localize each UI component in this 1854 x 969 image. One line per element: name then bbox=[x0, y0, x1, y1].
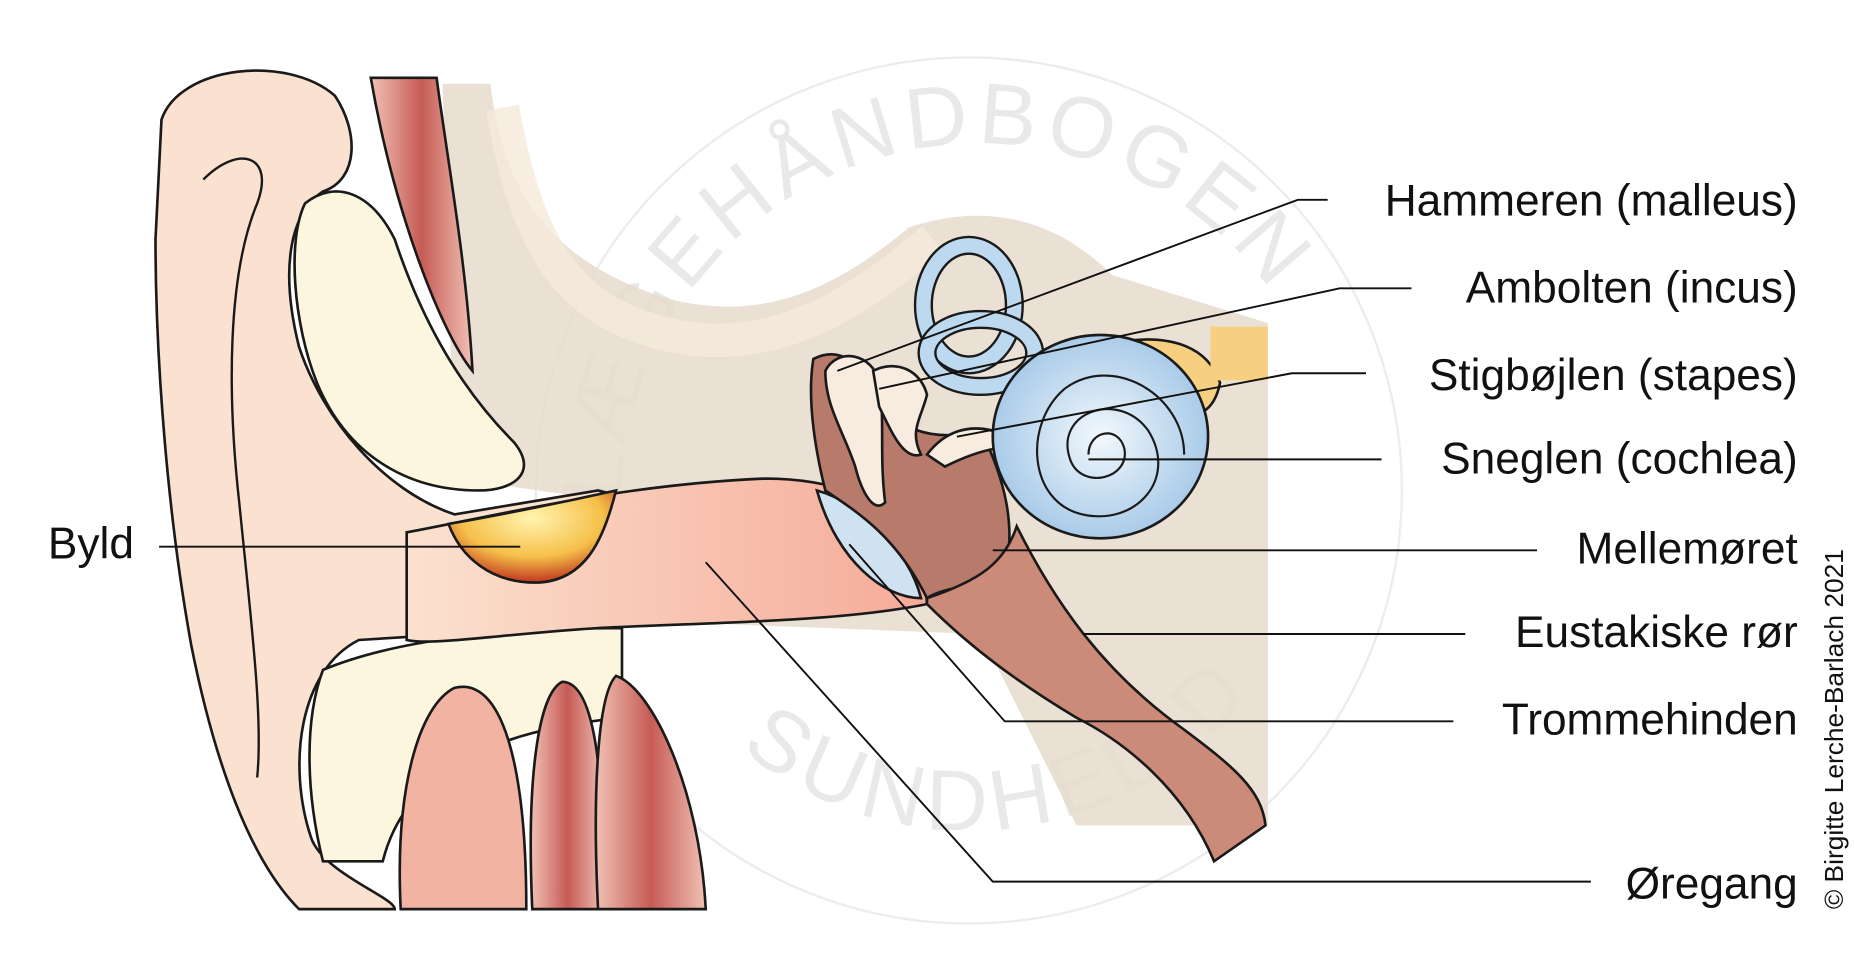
muscle-lower-2 bbox=[594, 674, 708, 911]
label-middle-ear: Mellemøret bbox=[1577, 524, 1798, 573]
muscle-upper bbox=[369, 76, 475, 375]
label-eardrum: Trommehinden bbox=[1502, 695, 1798, 744]
label-hammer: Hammeren (malleus) bbox=[1385, 176, 1798, 225]
label-boil: Byld bbox=[48, 520, 134, 569]
leader-lines bbox=[159, 198, 1591, 883]
cochlea bbox=[991, 333, 1210, 540]
nerve-end bbox=[1210, 326, 1268, 381]
malleus bbox=[824, 354, 887, 507]
copyright: © Birgitte Lerche-Barlach 2021 bbox=[1819, 549, 1849, 909]
pinna-inner-fold bbox=[202, 157, 264, 778]
label-eustachian-tube: Eustakiske rør bbox=[1515, 608, 1798, 657]
outer-ear-pinna bbox=[154, 69, 648, 911]
incus bbox=[871, 364, 929, 457]
label-cochlea: Sneglen (cochlea) bbox=[1441, 435, 1798, 484]
bone-highlight bbox=[485, 104, 944, 358]
label-ear-canal: Øregang bbox=[1626, 859, 1798, 908]
label-stirrup: Stigbøjlen (stapes) bbox=[1429, 351, 1798, 400]
boil bbox=[446, 488, 618, 584]
cartilage-upper bbox=[293, 190, 526, 492]
label-anvil: Ambolten (incus) bbox=[1466, 264, 1798, 313]
parotid-lobe bbox=[398, 685, 528, 911]
eustachian-tube bbox=[925, 522, 1267, 864]
